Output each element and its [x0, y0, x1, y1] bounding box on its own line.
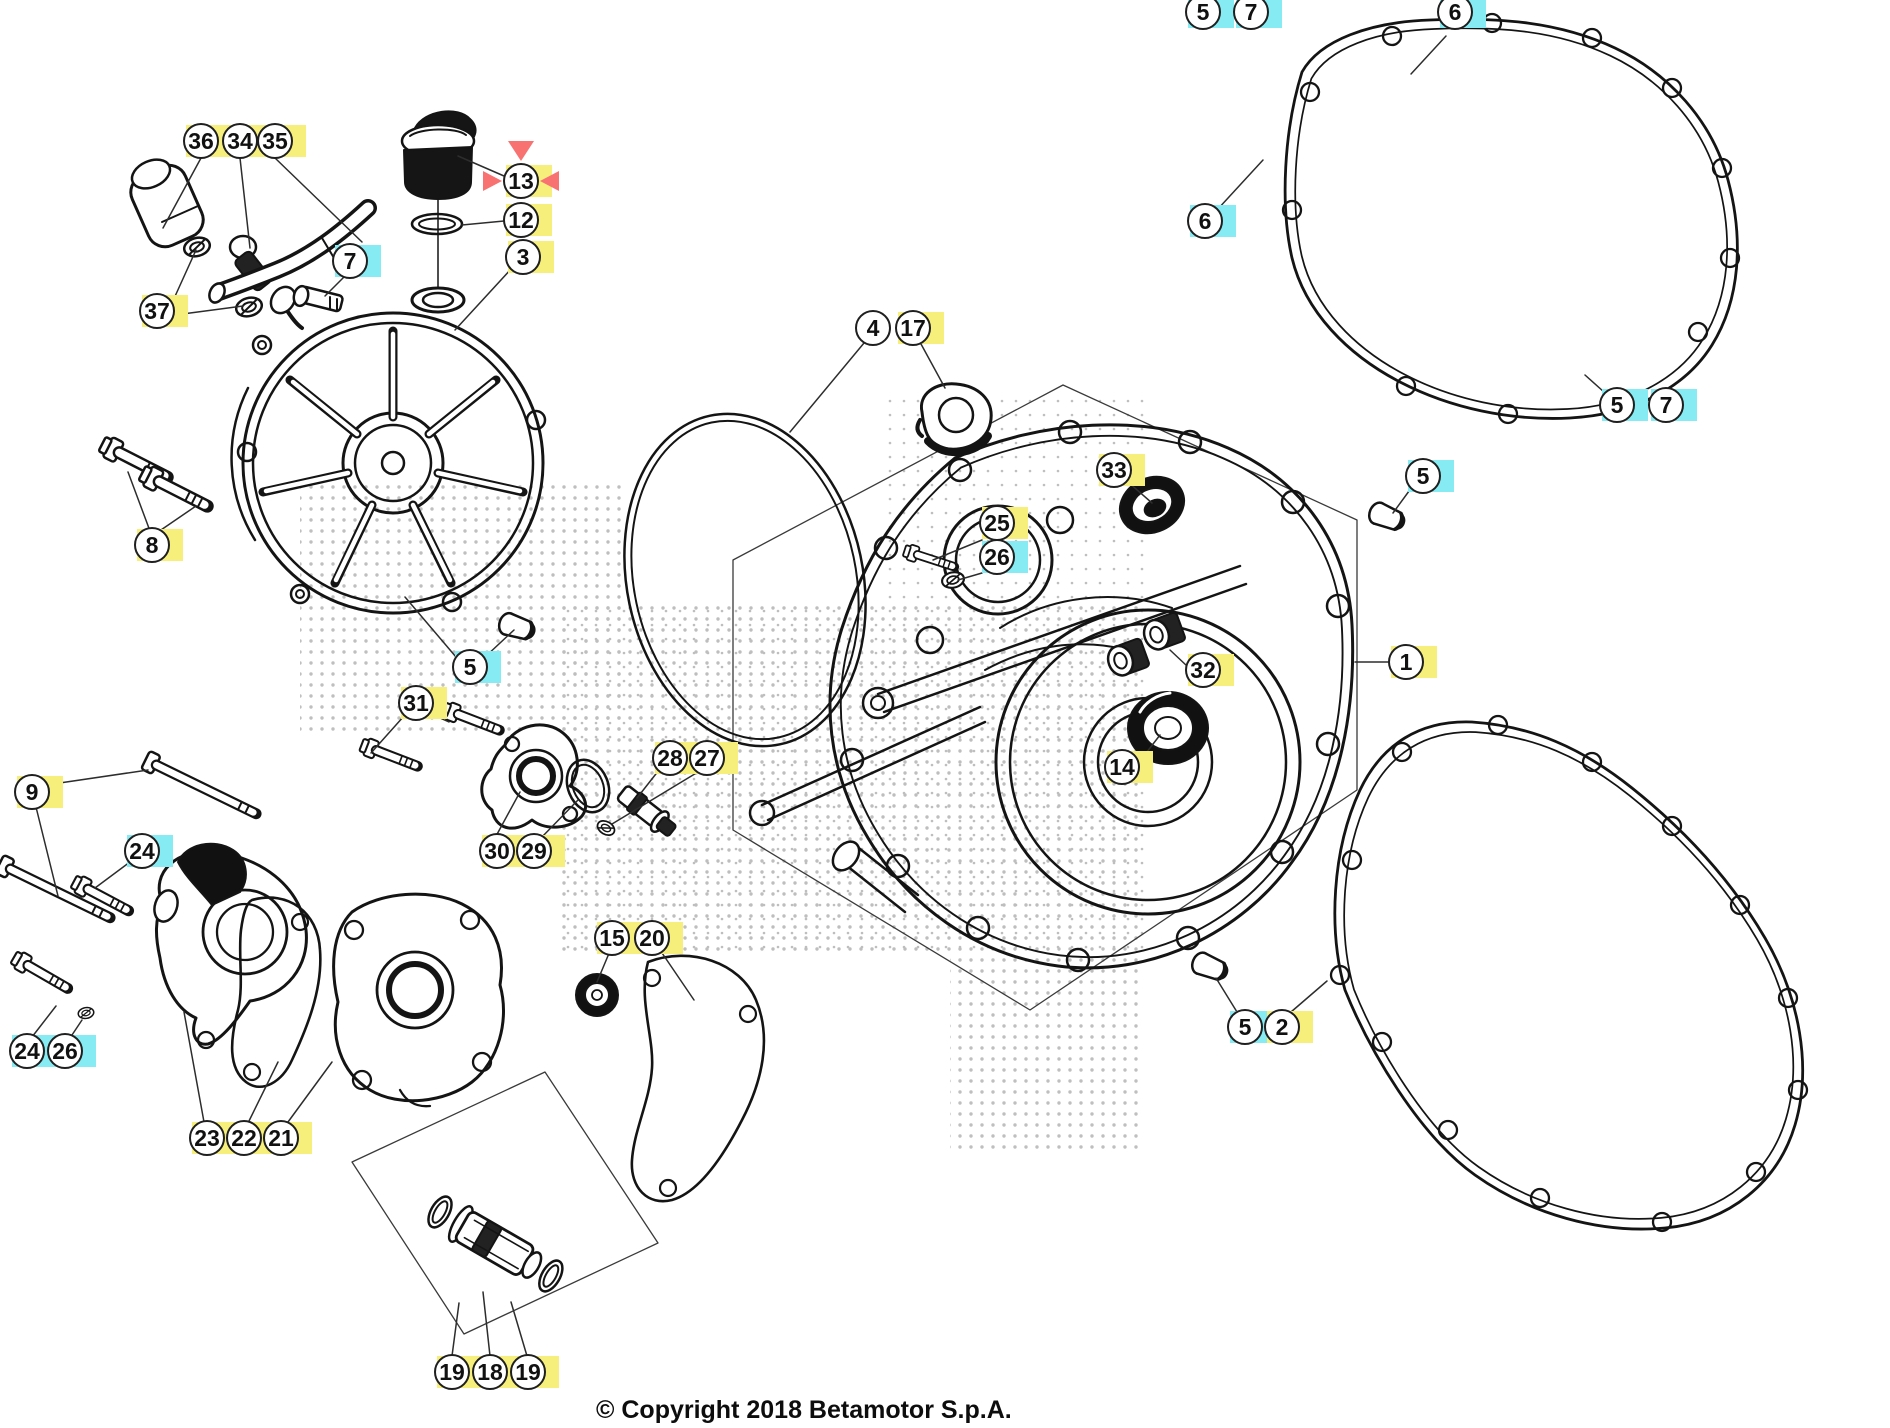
callout-number: 2 [1264, 1009, 1300, 1045]
selection-arrow-top-icon [508, 141, 534, 161]
callout-number: 6 [1437, 0, 1473, 30]
callout-number: 9 [14, 774, 50, 810]
callout-number: 5 [452, 649, 488, 685]
callout-number: 5 [1227, 1009, 1263, 1045]
callout-number: 31 [398, 685, 434, 721]
callout-number: 36 [183, 123, 219, 159]
callout-number: 14 [1104, 749, 1140, 785]
callout-number: 5 [1185, 0, 1221, 30]
callout-number: 34 [222, 123, 258, 159]
callout-number: 20 [634, 920, 670, 956]
spark-plug-cap-drawing [129, 158, 205, 249]
callout-number: 19 [434, 1354, 470, 1390]
pump-gasket-22-drawing [230, 896, 322, 1088]
callout-number: 3 [505, 239, 541, 275]
callout-number: 23 [189, 1120, 225, 1156]
callout-number: 15 [594, 920, 630, 956]
callout-number: 27 [689, 740, 725, 776]
outer-gasket-20-drawing [630, 954, 766, 1203]
callout-number: 17 [895, 310, 931, 346]
callout-number: 7 [1233, 0, 1269, 30]
callout-number: 26 [47, 1033, 83, 1069]
callout-number: 7 [332, 243, 368, 279]
callout-number: 30 [479, 833, 515, 869]
callout-number: 29 [516, 833, 552, 869]
callout-number: 24 [124, 833, 160, 869]
callout-number: 1 [1388, 644, 1424, 680]
callout-number: 22 [226, 1120, 262, 1156]
callout-number: 24 [9, 1033, 45, 1069]
bushings-32-drawing [1106, 611, 1186, 677]
callout-number: 18 [472, 1354, 508, 1390]
callout-number: 19 [510, 1354, 546, 1390]
callout-number: 5 [1599, 387, 1635, 423]
callout-number: 6 [1187, 203, 1223, 239]
water-pump-cover-drawing [153, 842, 308, 1050]
callout-number: 26 [979, 539, 1015, 575]
selection-arrow-left-icon [483, 171, 502, 191]
clutch-cover-drawing [748, 419, 1355, 973]
callout-number: 35 [257, 123, 293, 159]
pump-shaft-assembly-drawing [427, 1195, 564, 1293]
callout-number: 8 [134, 527, 170, 563]
thermostat-clamp-drawing [915, 382, 993, 457]
callout-number: 13 [503, 163, 539, 199]
bearing-14-drawing [1127, 691, 1209, 765]
construction-box-lines [351, 384, 1358, 1335]
oil-filler-cap-drawing [400, 110, 477, 236]
callout-number: 5 [1405, 458, 1441, 494]
callout-number: 4 [855, 310, 891, 346]
copyright-text: © Copyright 2018 Betamotor S.p.A. [596, 1396, 1012, 1424]
callout-number: 37 [139, 293, 175, 329]
pump-body-21-drawing [332, 892, 505, 1108]
leader-lines [31, 11, 1650, 1357]
ignition-cover-drawing [230, 199, 547, 615]
oring-29-drawing [565, 758, 611, 814]
banjo-bolt-drawing [292, 284, 344, 313]
stator-gasket-drawing [1281, 12, 1741, 425]
callout-number: 12 [503, 202, 539, 238]
callout-number: 28 [652, 740, 688, 776]
seal-15-drawing [575, 973, 619, 1017]
clutch-gasket-drawing [1329, 714, 1809, 1233]
callout-number: 25 [979, 505, 1015, 541]
selection-arrow-right-icon [540, 171, 559, 191]
callout-number: 32 [1185, 652, 1221, 688]
large-oring-drawing [623, 412, 867, 748]
water-pump-union-30-drawing [480, 723, 587, 830]
callout-number: 21 [263, 1120, 299, 1156]
callout-number: 7 [1648, 387, 1684, 423]
callout-number: 33 [1096, 452, 1132, 488]
oil-seal-33-drawing [1118, 475, 1186, 535]
